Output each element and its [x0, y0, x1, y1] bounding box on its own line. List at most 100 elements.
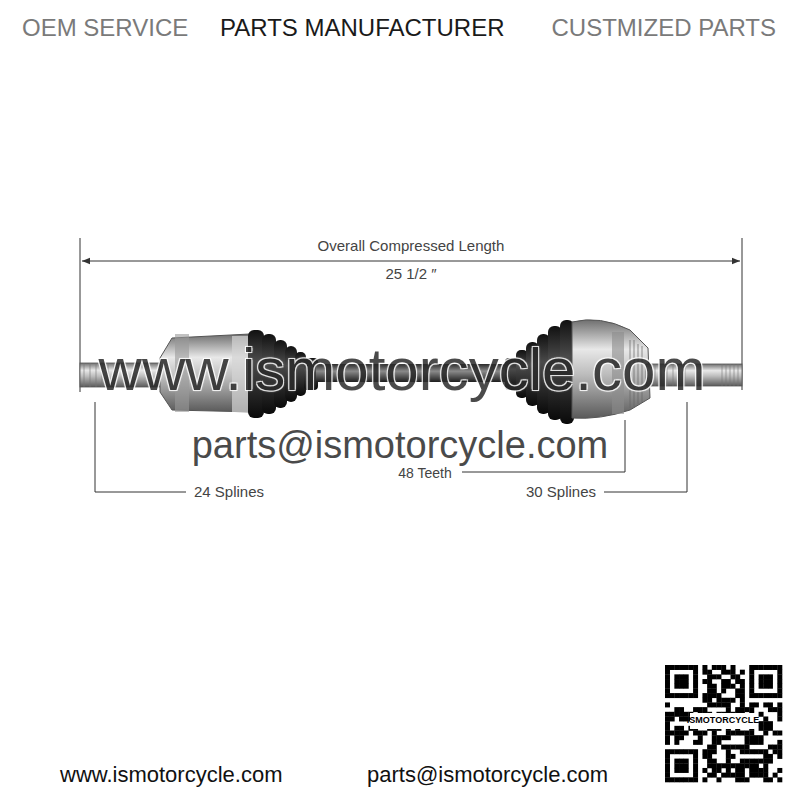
qr-module — [693, 773, 698, 778]
qr-module — [749, 693, 754, 698]
qr-module — [759, 693, 764, 698]
qr-module — [731, 698, 736, 703]
qr-module — [693, 679, 698, 684]
qr-module — [670, 777, 675, 782]
qr-module — [763, 773, 768, 778]
qr-module — [693, 693, 698, 698]
qr-module — [721, 670, 726, 675]
qr-module — [726, 745, 731, 750]
qr-module — [754, 665, 759, 670]
qr-module — [773, 707, 778, 712]
qr-module — [670, 731, 675, 736]
qr-module — [712, 665, 717, 670]
qr-module — [674, 759, 679, 764]
qr-module — [759, 712, 764, 717]
qr-module — [707, 745, 712, 750]
qr-module — [777, 674, 782, 679]
qr-module — [777, 707, 782, 712]
qr-module — [679, 768, 684, 773]
qr-module — [777, 684, 782, 689]
qr-module — [777, 777, 782, 782]
qr-module — [773, 773, 778, 778]
qr-module — [740, 670, 745, 675]
qr-module — [716, 665, 721, 670]
qr-module — [693, 768, 698, 773]
qr-module — [768, 759, 773, 764]
qr-module — [759, 759, 764, 764]
qr-code — [665, 665, 782, 782]
axle-part — [726, 364, 727, 386]
qr-module — [702, 707, 707, 712]
qr-module — [731, 684, 736, 689]
qr-module — [712, 702, 717, 707]
qr-module — [731, 670, 736, 675]
qr-module — [665, 735, 670, 740]
qr-module — [721, 735, 726, 740]
qr-module — [763, 749, 768, 754]
qr-module — [716, 763, 721, 768]
qr-module — [712, 759, 717, 764]
qr-module — [665, 749, 670, 754]
qr-logo-text: ISMOTORCYCLE — [687, 716, 759, 726]
qr-module — [754, 740, 759, 745]
qr-module — [731, 665, 736, 670]
qr-module — [777, 688, 782, 693]
qr-module — [679, 759, 684, 764]
qr-module — [702, 665, 707, 670]
qr-module — [693, 777, 698, 782]
qr-module — [702, 777, 707, 782]
qr-module — [712, 731, 717, 736]
dimension-label: Overall Compressed Length — [314, 238, 509, 255]
qr-module — [684, 693, 689, 698]
qr-module — [740, 679, 745, 684]
qr-module — [679, 674, 684, 679]
qr-module — [759, 665, 764, 670]
qr-module — [777, 745, 782, 750]
qr-module — [749, 707, 754, 712]
qr-module — [702, 731, 707, 736]
qr-module — [674, 749, 679, 754]
qr-module — [726, 702, 731, 707]
qr-module — [735, 688, 740, 693]
dimension-line — [82, 261, 740, 262]
spline-callout: 30 Splines — [522, 484, 600, 501]
qr-module — [731, 731, 736, 736]
qr-module — [763, 665, 768, 670]
footer-email: parts@ismotorcycle.com — [367, 763, 608, 787]
qr-module — [665, 674, 670, 679]
dimension-value: 25 1/2 ″ — [381, 266, 440, 283]
qr-module — [754, 735, 759, 740]
qr-module — [665, 712, 670, 717]
qr-module — [721, 684, 726, 689]
qr-module — [735, 763, 740, 768]
qr-module — [768, 707, 773, 712]
qr-module — [740, 777, 745, 782]
qr-module — [749, 731, 754, 736]
qr-module — [670, 716, 675, 721]
qr-module — [665, 702, 670, 707]
qr-module — [721, 698, 726, 703]
qr-module — [679, 763, 684, 768]
qr-module — [674, 707, 679, 712]
qr-module — [707, 674, 712, 679]
qr-module — [721, 763, 726, 768]
qr-module — [693, 670, 698, 675]
qr-module — [740, 745, 745, 750]
footer-url: www.ismotorcycle.com — [60, 763, 282, 787]
qr-module — [768, 702, 773, 707]
qr-module — [679, 735, 684, 740]
qr-module — [754, 763, 759, 768]
qr-module — [777, 754, 782, 759]
qr-module — [693, 674, 698, 679]
qr-module — [679, 693, 684, 698]
qr-module — [684, 674, 689, 679]
qr-module — [707, 693, 712, 698]
qr-module — [674, 665, 679, 670]
qr-module — [726, 773, 731, 778]
qr-module — [702, 754, 707, 759]
qr-module — [735, 693, 740, 698]
qr-module — [707, 749, 712, 754]
qr-module — [684, 749, 689, 754]
